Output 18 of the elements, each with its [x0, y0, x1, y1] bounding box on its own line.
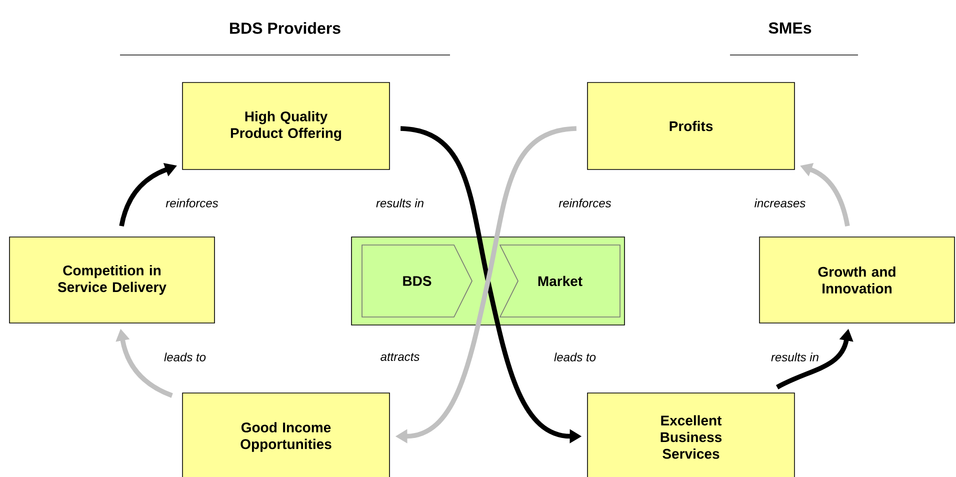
chevron-box: BDS — [362, 244, 472, 318]
edge-label: increases — [753, 197, 808, 209]
arrow-note: leads to — [552, 351, 598, 363]
edge-label: results in — [770, 351, 820, 363]
process-box: Profits — [587, 82, 795, 170]
section-heading: SMEs — [768, 22, 812, 34]
edge-label: results in — [374, 197, 426, 209]
edge-label: reinforces — [164, 197, 220, 209]
edge-label: reinforces — [557, 197, 613, 209]
process-box: Good Income Opportunities — [182, 392, 390, 477]
process-box: Competition in Service Delivery — [9, 236, 215, 324]
process-box: Growth and Innovation — [759, 236, 955, 324]
chevron-box: Market — [499, 244, 620, 318]
edge-label: leads to — [162, 351, 208, 363]
arrow-note: attracts — [379, 352, 422, 362]
process-box: Excellent Business Services — [587, 392, 795, 477]
section-heading: BDS Providers — [230, 22, 340, 34]
process-box: High Quality Product Offering — [182, 82, 390, 170]
